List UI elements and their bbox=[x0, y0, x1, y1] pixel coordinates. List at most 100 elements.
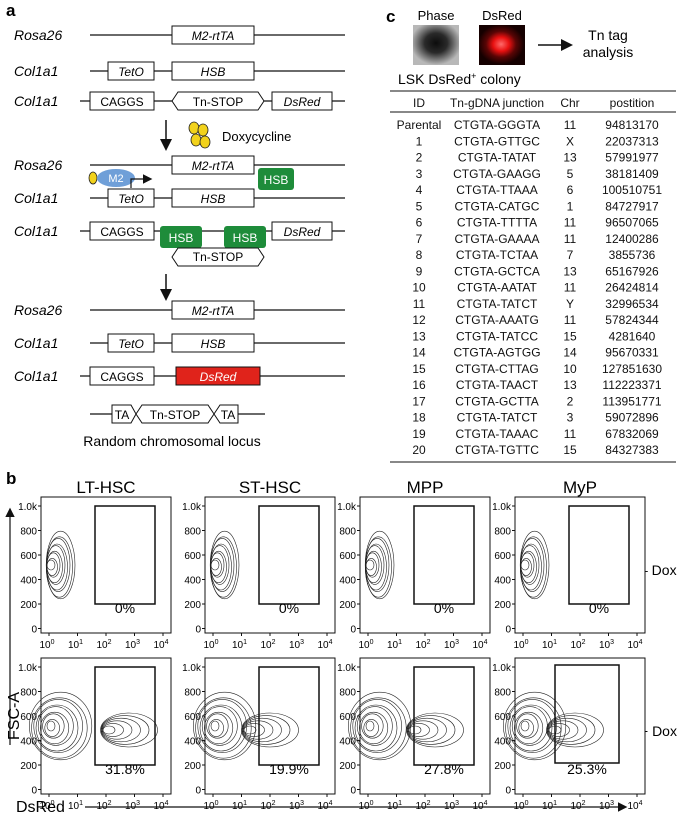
m2-rtta-label: M2-rtTA bbox=[192, 159, 234, 173]
table-cell: 11 bbox=[564, 427, 577, 441]
caggs-box bbox=[89, 366, 155, 386]
x-tick-label: 101 bbox=[232, 800, 247, 812]
table-cell: 20 bbox=[412, 443, 426, 457]
table-cell: 5 bbox=[416, 199, 423, 213]
y-tick-label: 800 bbox=[184, 527, 201, 538]
teto-box bbox=[107, 61, 155, 81]
y-tick-label: 800 bbox=[184, 688, 201, 699]
tn-stop-box bbox=[171, 91, 265, 111]
table-cell: 26424814 bbox=[605, 281, 659, 295]
gate bbox=[413, 505, 475, 605]
table-cell: CTGTA-TATCT bbox=[457, 297, 538, 311]
table-cell: 59072896 bbox=[605, 411, 659, 425]
table-cell: 5 bbox=[567, 167, 574, 181]
y-tick-label: 1.0k bbox=[337, 502, 357, 513]
hsb-box bbox=[171, 188, 255, 208]
contour-lines bbox=[193, 691, 299, 761]
caggs-label: CAGGS bbox=[100, 225, 143, 239]
gate bbox=[94, 666, 156, 766]
excised-tn-stop bbox=[171, 247, 265, 267]
x-tick-label: 100 bbox=[513, 639, 528, 651]
m2-rtta-box bbox=[171, 25, 255, 45]
table-cell: X bbox=[566, 134, 574, 148]
x-tick-label: 100 bbox=[203, 800, 218, 812]
y-tick-label: 1.0k bbox=[18, 663, 38, 674]
y-tick-label: 400 bbox=[339, 737, 356, 748]
x-tick-label: 104 bbox=[153, 639, 168, 651]
table-cell: CTGTA-CATGC bbox=[455, 199, 540, 213]
table-cell: 13 bbox=[412, 329, 426, 343]
dsred-box bbox=[271, 91, 333, 111]
table-cell: 32996534 bbox=[605, 297, 659, 311]
y-axis-label: FSC-A bbox=[6, 692, 23, 740]
x-tick-label: 104 bbox=[317, 639, 332, 651]
caggs-box bbox=[89, 91, 155, 111]
table-cell: CTGTA-TCTAA bbox=[456, 248, 538, 262]
m2-label: M2 bbox=[108, 173, 123, 185]
table-cell: 13 bbox=[563, 378, 577, 392]
table-cell: 13 bbox=[563, 151, 577, 165]
teto-label: TetO bbox=[118, 65, 144, 79]
table-cell: 8 bbox=[416, 248, 423, 262]
table-cell: 11 bbox=[413, 297, 426, 311]
analysis-label-line1: Tn tag bbox=[588, 27, 628, 43]
y-tick-label: 600 bbox=[494, 712, 511, 723]
hsb-label: HSB bbox=[201, 65, 226, 79]
x-tick-label: 103 bbox=[125, 800, 140, 812]
x-tick-label: 100 bbox=[358, 639, 373, 651]
hsb-label: HSB bbox=[201, 337, 226, 351]
caggs-label: CAGGS bbox=[100, 370, 143, 384]
y-tick-label: 600 bbox=[339, 551, 356, 562]
table-cell: 22037313 bbox=[605, 134, 659, 148]
y-tick-label: 200 bbox=[339, 600, 356, 611]
table-cell: CTGTA-GCTTA bbox=[455, 394, 539, 408]
table-cell: 38181409 bbox=[605, 167, 659, 181]
tn-stop-label: Tn-STOP bbox=[193, 95, 243, 109]
construct-group-initial: Rosa26 M2-rtTA Col1a1 TetO HSB Col1a1 CA… bbox=[14, 25, 345, 111]
y-tick-label: 0 bbox=[31, 625, 37, 636]
table-cell: 15 bbox=[412, 362, 426, 376]
y-tick-label: 200 bbox=[20, 761, 37, 772]
x-tick-label: 100 bbox=[39, 639, 54, 651]
x-tick-label: 102 bbox=[415, 800, 430, 812]
y-tick-label: 800 bbox=[339, 527, 356, 538]
plot-frame bbox=[359, 657, 491, 795]
y-tick-label: 400 bbox=[494, 737, 511, 748]
x-tick-label: 104 bbox=[472, 639, 487, 651]
panel-a-label: a bbox=[6, 1, 16, 20]
hsb-enzyme bbox=[224, 226, 266, 248]
ta-site-left bbox=[111, 404, 137, 424]
teto-label: TetO bbox=[118, 337, 144, 351]
x-tick-label: 100 bbox=[203, 639, 218, 651]
x-tick-label: 104 bbox=[317, 800, 332, 812]
panel-c: c Phase DsRed Tn tag analysis LSK DsRed+… bbox=[386, 7, 676, 463]
table-cell: 6 bbox=[567, 183, 574, 197]
gate-percentage: 0% bbox=[589, 600, 609, 616]
contour-lines bbox=[348, 691, 464, 761]
analysis-label-line2: analysis bbox=[583, 44, 634, 60]
hsb-enzyme bbox=[258, 168, 294, 190]
table-cell: 1 bbox=[416, 134, 423, 148]
y-tick-label: 200 bbox=[494, 600, 511, 611]
y-tick-label: 200 bbox=[184, 761, 201, 772]
y-tick-label: 1.0k bbox=[18, 502, 38, 513]
ta-label: TA bbox=[115, 408, 129, 422]
y-tick-label: 200 bbox=[494, 761, 511, 772]
table-cell: CTGTA-AGTGG bbox=[453, 346, 540, 360]
y-tick-label: 0 bbox=[505, 625, 511, 636]
x-tick-label: 101 bbox=[542, 800, 557, 812]
x-tick-label: 104 bbox=[627, 800, 642, 812]
y-tick-label: 400 bbox=[184, 737, 201, 748]
population-title: LT-HSC bbox=[76, 478, 135, 497]
hsb-enzyme-label: HSB bbox=[169, 231, 194, 245]
plot-frame bbox=[40, 657, 172, 795]
table-cell: 2 bbox=[567, 394, 574, 408]
table-cell: CTGTA-TGTTC bbox=[455, 443, 539, 457]
y-tick-label: 600 bbox=[184, 712, 201, 723]
plot-frame bbox=[40, 496, 172, 634]
gate bbox=[413, 666, 475, 766]
